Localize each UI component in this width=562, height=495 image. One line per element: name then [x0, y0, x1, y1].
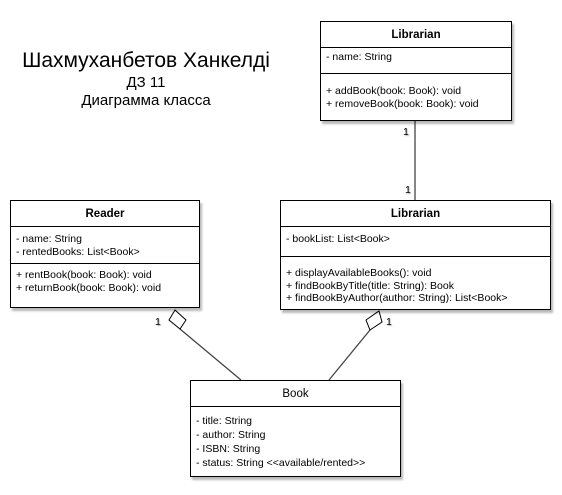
method: + removeBook(book: Book): void — [326, 97, 479, 110]
method: + displayAvailableBooks(): void — [286, 267, 432, 279]
class-name: Librarian — [321, 22, 511, 48]
author-name: Шахмуханбетов Ханкелді — [22, 49, 270, 72]
class-name: Reader — [11, 201, 199, 227]
attribute: - name: String — [326, 51, 392, 63]
methods-section: + displayAvailableBooks(): void + findBo… — [281, 257, 550, 305]
methods-section: + addBook(book: Book): void + removeBook… — [321, 74, 511, 110]
method: + addBook(book: Book): void — [326, 85, 462, 97]
class-name: Book — [191, 381, 400, 407]
reader-aggregation-diamond — [168, 309, 187, 330]
class-librarian-main[interactable]: Librarian - bookList: List<Book> + displ… — [280, 200, 551, 310]
multiplicity-label: 1 — [403, 126, 409, 138]
attribute: - name: String — [16, 233, 82, 245]
librarian-aggregation-diamond — [365, 310, 383, 331]
attribute: - status: String <<available/rented>> — [196, 457, 366, 469]
diagram-type-label: Диаграмма класса — [81, 92, 211, 109]
method: + findBookByTitle(title: String): Book — [286, 279, 454, 292]
methods-section: + rentBook(book: Book): void + returnBoo… — [11, 264, 199, 294]
multiplicity-label: 1 — [405, 184, 411, 196]
librarian-book-aggregation-line — [328, 329, 371, 381]
diagram-title-block: Шахмуханбетов Ханкелді ДЗ 11 Диаграмма к… — [0, 48, 292, 110]
attributes-section: - title: String - author: String - ISBN:… — [191, 407, 400, 470]
attributes-section: - name: String - rentedBooks: List<Book> — [11, 227, 199, 264]
class-book[interactable]: Book - title: String - author: String - … — [190, 380, 401, 477]
class-librarian-top[interactable]: Librarian - name: String + addBook(book:… — [320, 21, 512, 121]
attribute: - title: String — [196, 415, 253, 427]
reader-book-aggregation-line — [179, 328, 242, 381]
attribute: - rentedBooks: List<Book> — [16, 245, 140, 258]
method: + returnBook(book: Book): void — [16, 281, 162, 294]
class-reader[interactable]: Reader - name: String - rentedBooks: Lis… — [10, 200, 200, 308]
attributes-section: - name: String — [321, 48, 511, 74]
multiplicity-label: 1 — [386, 316, 392, 328]
multiplicity-label: 1 — [155, 316, 161, 328]
attributes-section: - bookList: List<Book> — [281, 227, 550, 257]
attribute: - ISBN: String — [196, 443, 261, 455]
assignment-label: ДЗ 11 — [126, 74, 166, 91]
attribute: - bookList: List<Book> — [286, 233, 390, 245]
class-name: Librarian — [281, 201, 550, 227]
attribute: - author: String — [196, 429, 266, 441]
method: + rentBook(book: Book): void — [16, 269, 152, 281]
method: + findBookByAuthor(author: String): List… — [286, 292, 508, 304]
